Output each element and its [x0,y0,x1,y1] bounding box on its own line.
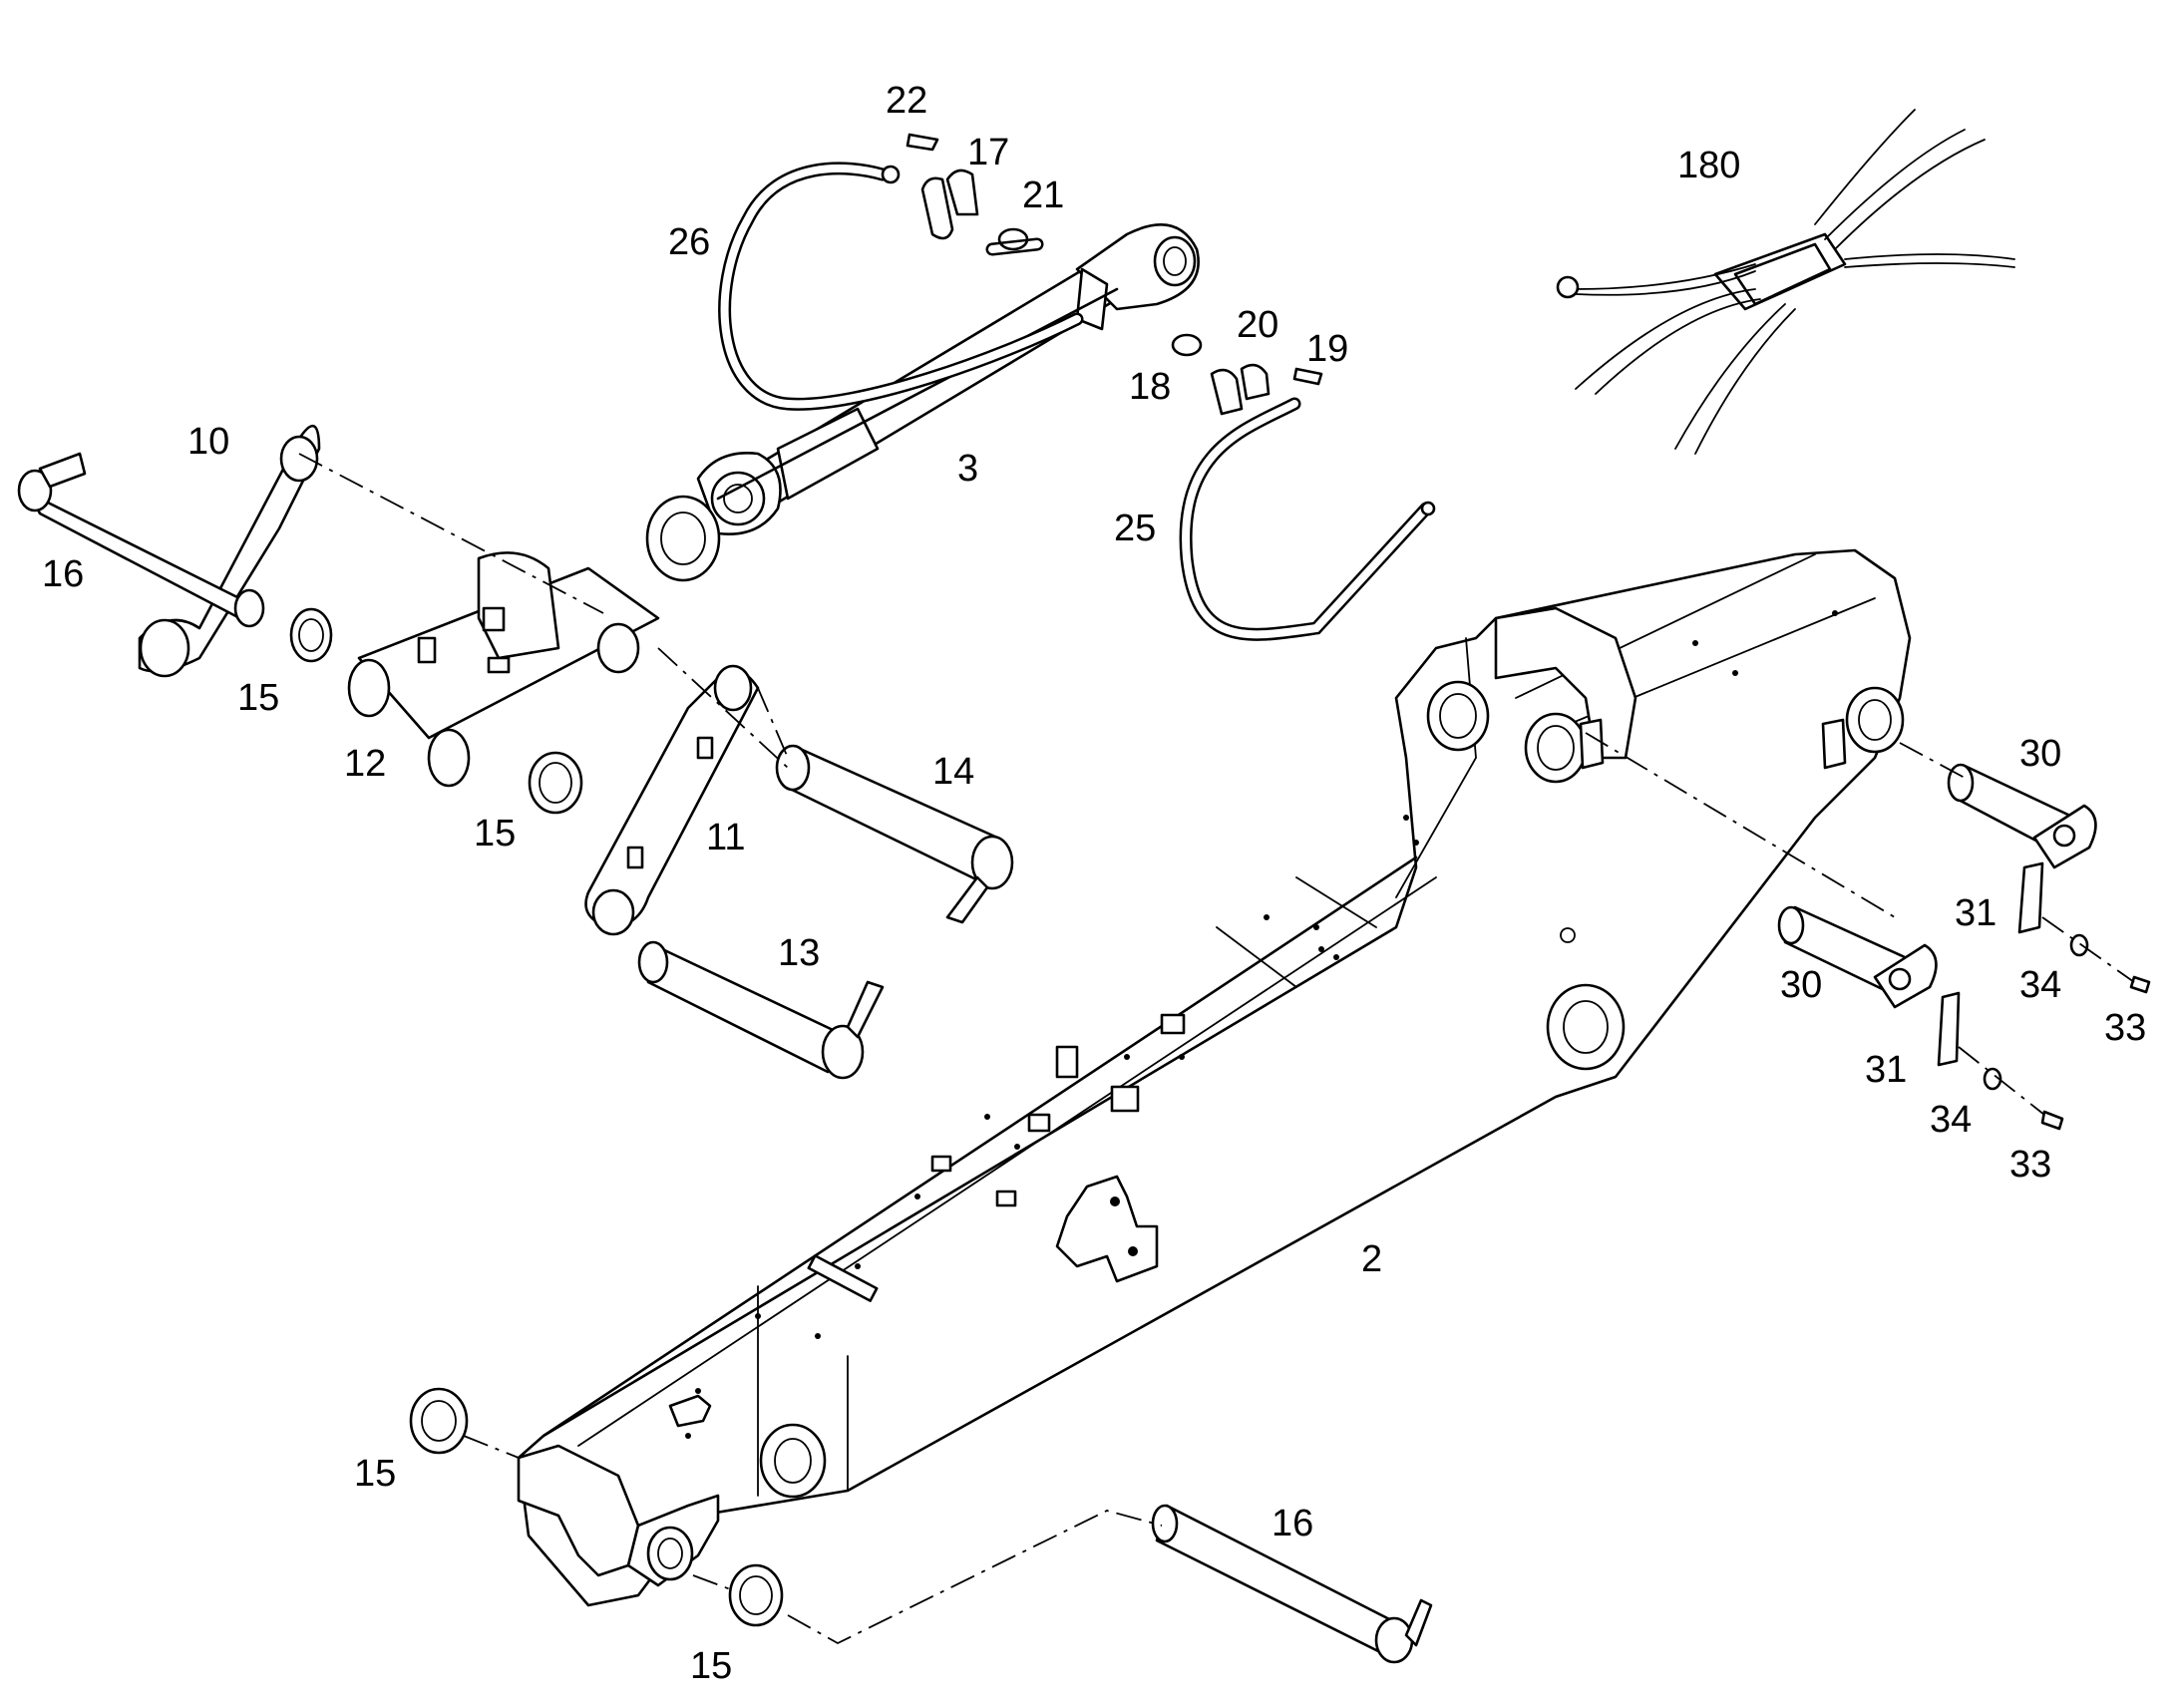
pin-part-30-upper [1947,763,2097,869]
plate-part-31-lower [1937,991,1961,1067]
assembly-center-lines [298,453,2135,1645]
bracket-part-12 [347,551,660,788]
pin-part-14 [775,744,1014,924]
callout-11: 11 [706,817,745,858]
shim-part-15-c [409,1387,469,1455]
callout-16-b: 16 [1272,1503,1313,1544]
shim-part-15-a [289,607,333,663]
callout-15-b: 15 [474,813,516,854]
callout-26: 26 [668,221,710,263]
callout-15-a: 15 [237,677,279,719]
callout-3: 3 [957,448,978,490]
callout-22: 22 [886,80,927,122]
boom-part-2 [517,548,1912,1607]
link-part-10 [138,425,321,678]
callout-33-a: 33 [2104,1007,2146,1049]
callout-12: 12 [344,743,386,785]
callout-2: 2 [1361,1238,1382,1280]
plate-part-31-upper [2017,861,2044,934]
callout-31-a: 31 [1955,892,1997,934]
pin-part-16-lower [1151,1504,1433,1664]
callout-25: 25 [1114,508,1156,549]
callout-13: 13 [778,932,820,974]
hydraulic-valve-part-180 [1556,109,2015,455]
callout-18: 18 [1129,366,1171,408]
callout-34-a: 34 [2019,964,2061,1006]
callout-19: 19 [1306,328,1348,370]
callout-34-b: 34 [1930,1099,1972,1141]
callout-21: 21 [1022,174,1064,216]
callout-15-d: 15 [690,1645,732,1687]
washer-part-34-upper [2069,933,2089,957]
pin-part-16-upper [17,452,265,628]
hose-part-26 [718,162,1084,411]
washer-part-34-lower [1983,1067,2002,1091]
pin-part-30-lower [1777,905,1938,1009]
link-part-11 [584,664,760,936]
callout-30-b: 30 [1780,964,1822,1006]
callout-16-a: 16 [42,553,84,595]
pin-part-13 [637,940,885,1080]
callout-17: 17 [967,132,1009,173]
callout-31-b: 31 [1865,1049,1907,1091]
callout-15-c: 15 [354,1453,396,1495]
shim-part-15-b [528,751,583,815]
callout-180: 180 [1677,145,1740,186]
clamp-hardware-17-22 [906,133,1323,416]
boom-cylinder-part-3 [645,223,1200,582]
bolt-part-33-lower [2040,1110,2064,1131]
callout-14: 14 [932,751,974,793]
callout-33-b: 33 [2009,1144,2051,1186]
callout-10: 10 [187,421,229,463]
callout-20: 20 [1237,304,1278,346]
hose-part-25 [1179,397,1436,641]
shim-part-15-d [728,1563,784,1627]
callout-30-a: 30 [2019,733,2061,775]
bolt-part-33-upper [2129,975,2151,994]
